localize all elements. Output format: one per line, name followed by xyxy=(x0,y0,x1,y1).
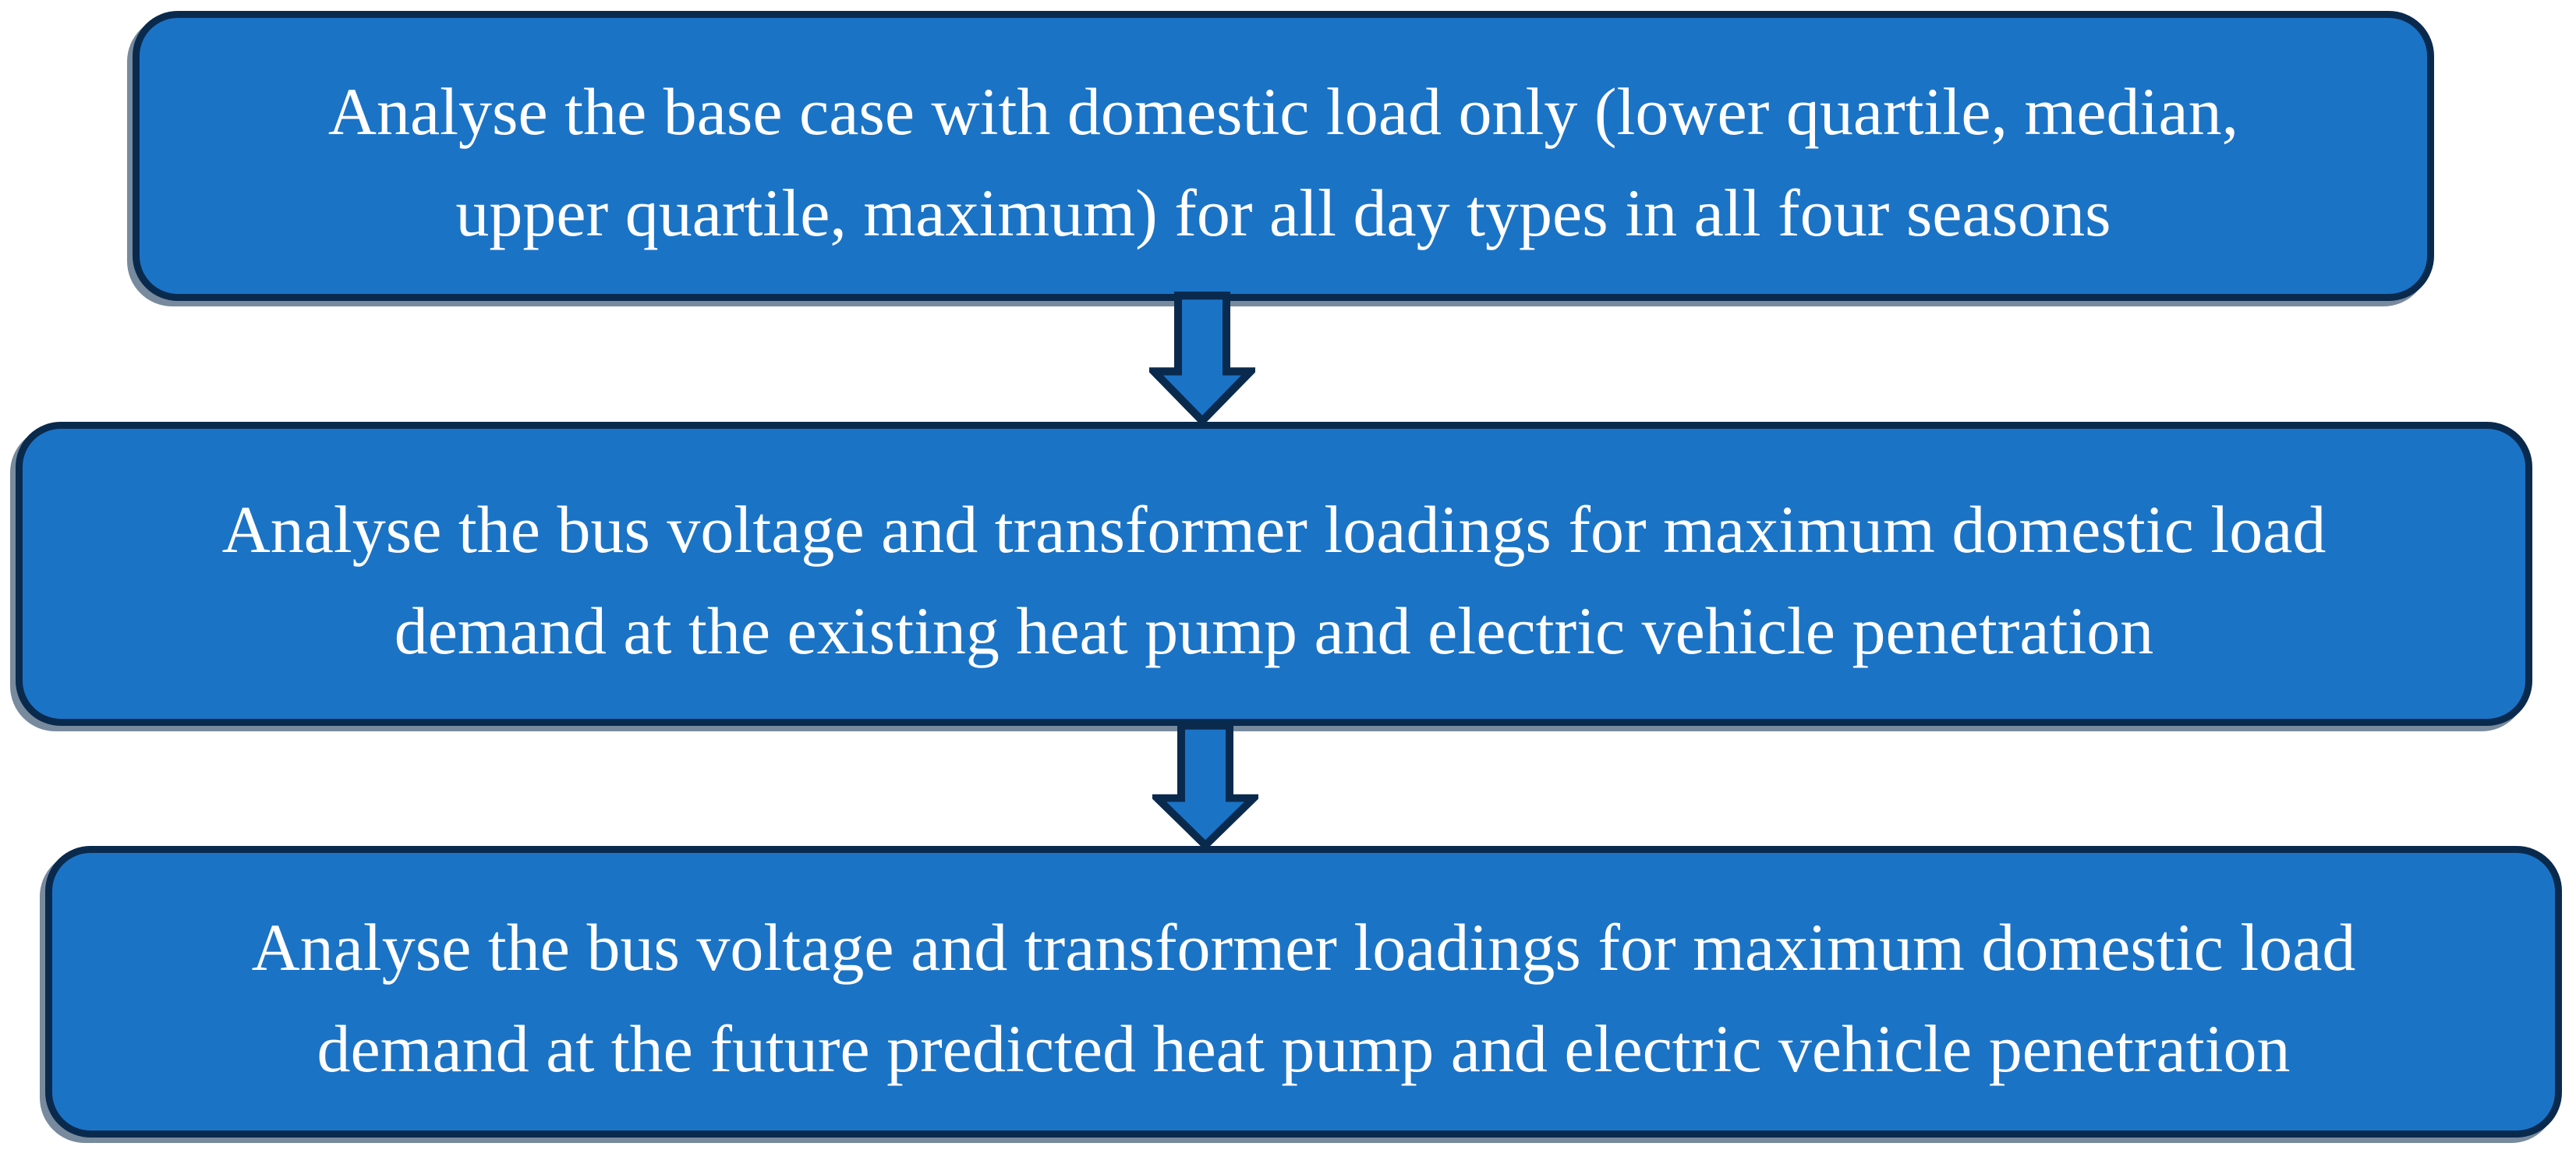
flow-step-2-text-line-1: Analyse the bus voltage and transformer … xyxy=(221,492,2327,567)
flow-step-1-text-line-1: Analyse the base case with domestic load… xyxy=(327,74,2239,149)
flow-step-3-box: Analyse the bus voltage and transformer … xyxy=(45,846,2562,1138)
flow-step-1-text-line-2: upper quartile, maximum) for all day typ… xyxy=(455,175,2111,250)
down-arrow-icon-2 xyxy=(1152,722,1258,850)
flow-step-3-text-line-2: demand at the future predicted heat pump… xyxy=(317,1011,2291,1086)
down-arrow-icon-1 xyxy=(1149,292,1255,426)
flow-step-2-text-line-2: demand at the existing heat pump and ele… xyxy=(394,593,2154,668)
flow-step-2-box: Analyse the bus voltage and transformer … xyxy=(16,422,2532,726)
flow-step-3-text-line-1: Analyse the bus voltage and transformer … xyxy=(251,910,2356,985)
flow-step-1-box: Analyse the base case with domestic load… xyxy=(133,11,2434,301)
